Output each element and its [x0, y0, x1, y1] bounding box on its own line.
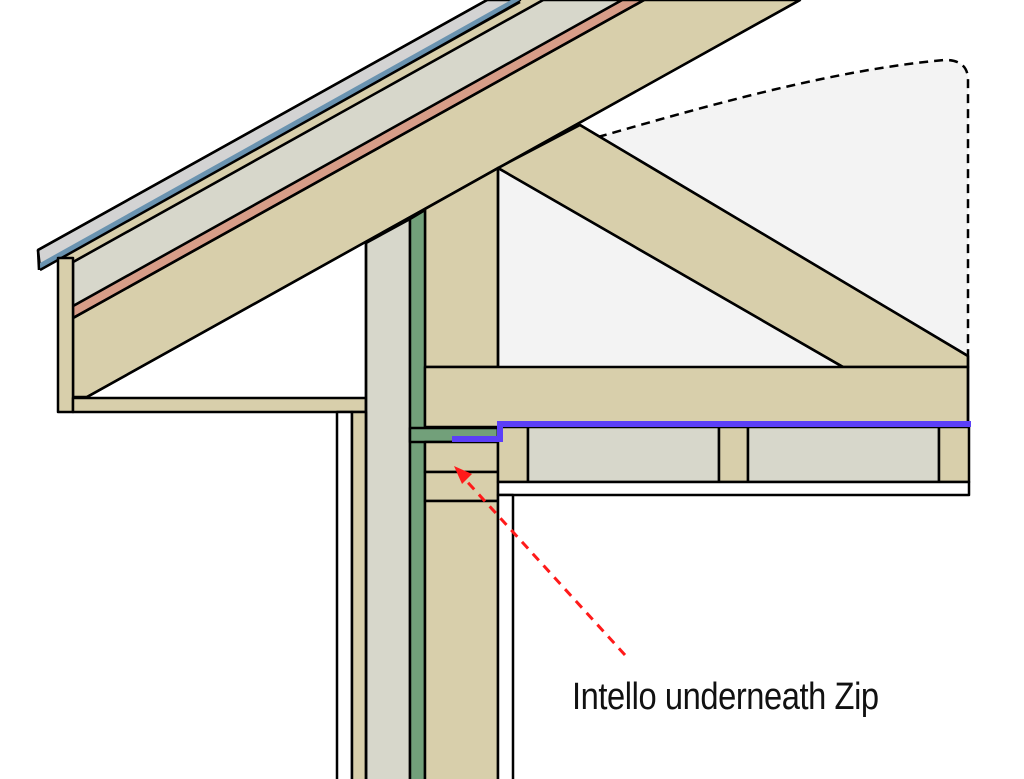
strapping-3 — [937, 425, 971, 484]
sheathing-line — [72, 0, 544, 264]
annotation-arrowhead-icon — [454, 466, 472, 484]
wall-drywall — [496, 493, 515, 779]
top-plate-upper — [423, 440, 500, 474]
ceiling-insulation-1 — [526, 425, 721, 484]
annotation-label: Intello underneath Zip — [572, 676, 879, 718]
wall-stud-lower — [423, 499, 500, 779]
wall-exterior-insulation — [364, 217, 412, 779]
attic-space-region — [580, 60, 968, 356]
rafter-bottom-edge — [86, 0, 801, 399]
exterior-trim — [335, 410, 354, 779]
roof-top-edge — [37, 0, 488, 252]
fascia-board — [56, 256, 75, 414]
brace-top-edge — [579, 123, 969, 358]
roof-bottom-edge — [39, 0, 521, 272]
intello-membrane — [452, 421, 971, 442]
brace-bottom-edge — [497, 166, 844, 369]
zip-sheathing-vertical — [408, 208, 427, 779]
ceiling-insulation-2 — [746, 425, 941, 484]
strapping-2 — [717, 425, 750, 484]
rafter-top-edge — [72, 0, 645, 320]
attic-dashed-outline — [597, 58, 970, 356]
annotation-leader-line — [460, 474, 627, 657]
roof-drip-edge — [36, 249, 41, 271]
soffit-board — [71, 396, 368, 414]
ceiling-drywall — [496, 480, 971, 497]
ceiling-joist — [423, 365, 970, 429]
roof-sheathing — [58, 0, 543, 262]
exterior-furring — [350, 410, 368, 779]
